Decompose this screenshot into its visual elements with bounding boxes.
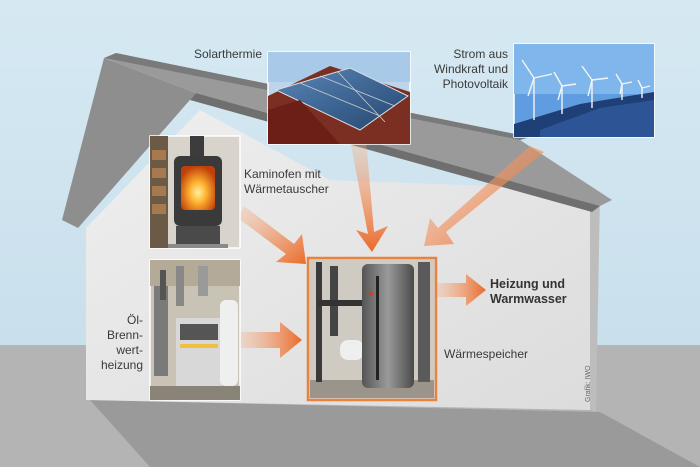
label-oel-line-2: Brenn- xyxy=(107,328,143,342)
label-strom-line-2: Windkraft und xyxy=(434,62,508,76)
label-kaminofen-line-1: Kaminofen mit xyxy=(244,167,321,181)
ground-shadow xyxy=(90,400,700,467)
roof-left xyxy=(62,58,196,228)
arrow-from-solarthermie xyxy=(350,140,388,252)
label-kaminofen-line-2: Wärmetauscher xyxy=(244,182,329,196)
kaminofen-photo xyxy=(149,135,241,249)
oelheizung-photo xyxy=(149,259,241,401)
label-waermespeicher: Wärmespeicher xyxy=(444,347,528,361)
label-oel-line-4: heizung xyxy=(101,358,143,372)
label-oel-line-3: wert- xyxy=(115,343,143,357)
label-heizung-line-1: Heizung und xyxy=(490,277,565,291)
wind-solar-photo xyxy=(513,43,655,138)
waermespeicher-photo xyxy=(306,256,438,402)
solarthermie-photo xyxy=(267,51,411,145)
arrow-from-oelheizung xyxy=(240,322,302,358)
label-strom-line-3: Photovoltaik xyxy=(443,77,509,91)
label-heizung-line-2: Warmwasser xyxy=(490,292,567,306)
arrow-from-strom xyxy=(424,146,544,246)
credit-text: Grafik: IWO xyxy=(585,365,592,402)
house-front-edge xyxy=(590,190,600,412)
label-oel-line-1: Öl- xyxy=(127,313,143,327)
arrow-to-heizung xyxy=(436,274,486,306)
arrow-from-kaminofen xyxy=(238,206,306,264)
label-solarthermie: Solarthermie xyxy=(194,47,262,61)
label-strom-line-1: Strom aus xyxy=(453,47,508,61)
